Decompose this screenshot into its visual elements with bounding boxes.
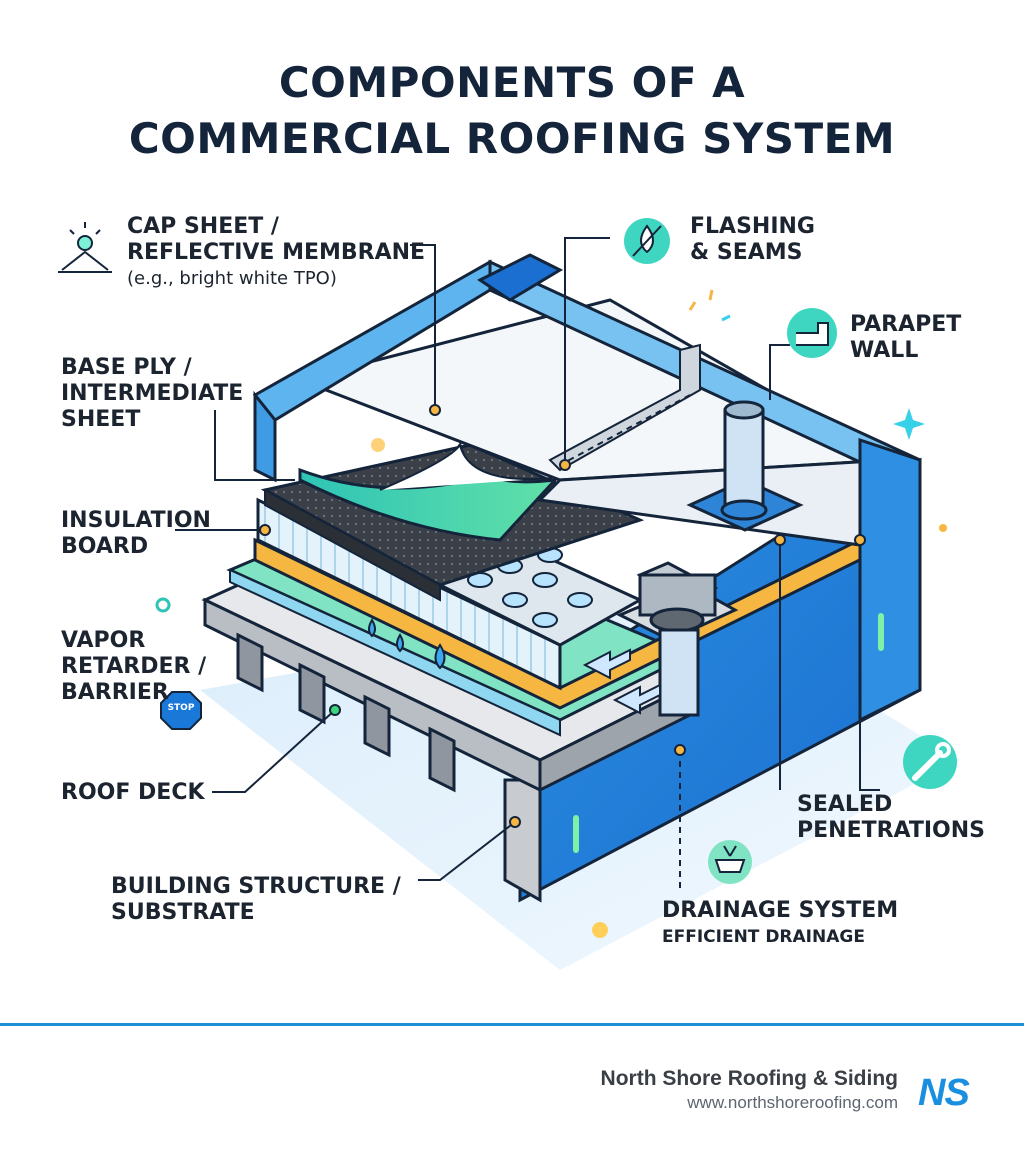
stop-sign-label: STOP xyxy=(167,703,195,713)
leader-lines xyxy=(175,237,880,890)
label-building: BUILDING STRUCTURE / SUBSTRATE xyxy=(111,874,401,925)
label-insulation: INSULATION BOARD xyxy=(61,508,211,559)
label-roof-deck: ROOF DECK xyxy=(61,780,205,805)
page-title: COMPONENTS OF A COMMERCIAL ROOFING SYSTE… xyxy=(0,55,1024,167)
leader-dots xyxy=(259,404,866,828)
brand-name: North Shore Roofing & Siding xyxy=(600,1067,898,1090)
insulation-board-front xyxy=(256,497,562,691)
parapet-icon xyxy=(787,308,837,358)
water-drops xyxy=(368,618,446,670)
vent-pipe xyxy=(686,400,804,532)
label-base-ply: BASE PLY / INTERMEDIATE SHEET xyxy=(61,355,244,432)
building-column xyxy=(503,778,542,903)
label-parapet: PARAPET WALL xyxy=(850,312,962,363)
label-sealed: SEALED PENETRATIONS xyxy=(797,792,986,843)
label-vapor: VAPOR RETARDER / BARRIER xyxy=(61,628,207,705)
roof-drain xyxy=(616,561,739,717)
footer-divider xyxy=(0,1023,1024,1026)
brand-logo: NS xyxy=(918,1072,970,1114)
brand-url: www.northshoreroofing.com xyxy=(687,1093,898,1112)
drain-arrows xyxy=(582,648,661,715)
water-drop-icon xyxy=(624,218,670,264)
parapet-right-side xyxy=(858,437,922,723)
wrench-icon xyxy=(903,735,957,789)
label-drainage: DRAINAGE SYSTEM EFFICIENT DRAINAGE xyxy=(662,898,899,947)
steel-beams xyxy=(236,632,456,793)
title-line-1: COMPONENTS OF A xyxy=(278,58,746,107)
label-cap-sheet: CAP SHEET / REFLECTIVE MEMBRANE (e.g., b… xyxy=(127,214,426,289)
label-flashing: FLASHING & SEAMS xyxy=(690,214,815,265)
brand-block: North Shore Roofing & Siding www.northsh… xyxy=(601,1066,898,1114)
parapet-corner xyxy=(477,253,564,302)
stop-sign-icon xyxy=(160,691,202,730)
drain-icon xyxy=(708,840,752,884)
title-line-2: COMMERCIAL ROOFING SYSTEM xyxy=(128,114,896,163)
sun-reflect-icon xyxy=(58,222,112,273)
sparkles xyxy=(155,289,947,938)
